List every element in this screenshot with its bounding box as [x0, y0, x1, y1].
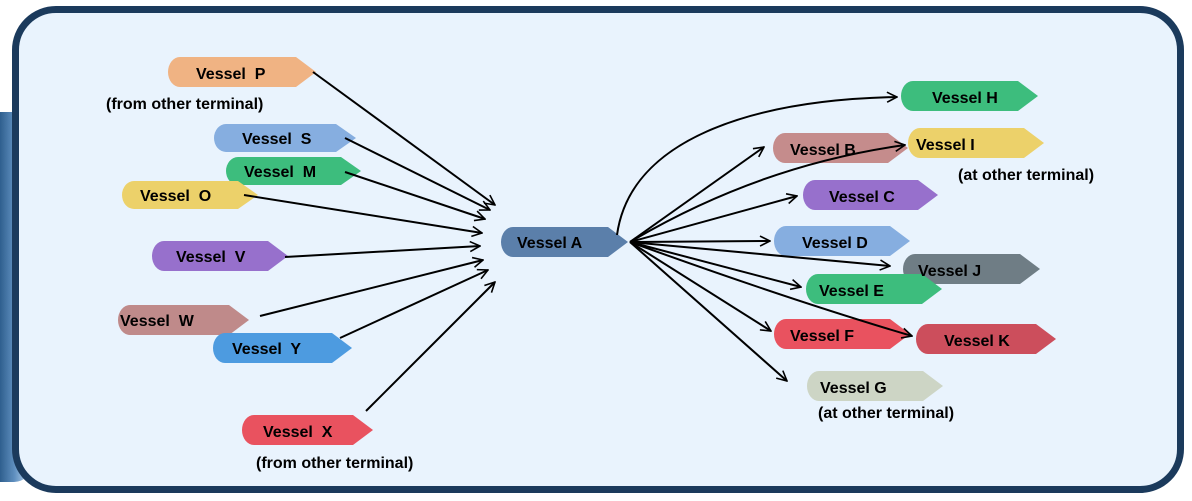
vessel-b-label: Vessel B	[790, 142, 856, 159]
vessel-y-shape	[213, 333, 352, 363]
vessel-e-shape	[806, 274, 942, 304]
vessel-x-shape	[242, 415, 373, 445]
vessel-d-label: Vessel D	[802, 235, 868, 252]
arrow-a-to-g	[629, 241, 787, 381]
vessel-m-shape	[226, 157, 361, 185]
vessel-f-label: Vessel F	[790, 328, 854, 345]
vessel-j-shape	[903, 254, 1040, 284]
vessel-h-shape	[901, 81, 1038, 111]
vessel-v-shape	[152, 241, 288, 271]
arrow-a-to-b	[629, 147, 764, 243]
vessel-g-label: Vessel G	[820, 380, 887, 397]
vessel-g-shape	[807, 371, 943, 401]
vessel-k-shape	[916, 324, 1056, 354]
arrow-m-to-a	[344, 171, 485, 219]
vessel-j-label: Vessel J	[918, 263, 981, 280]
arrow-a-to-c	[629, 196, 797, 243]
vessel-c-shape	[803, 180, 938, 210]
vessel-w-label: Vessel W	[120, 313, 195, 330]
vessel-x-label: Vessel X	[263, 424, 333, 441]
arrow-a-to-f	[629, 241, 771, 331]
vessel-e-label: Vessel E	[819, 283, 884, 300]
vessel-p-label: Vessel P	[196, 66, 266, 83]
vessel-m-label: Vessel M	[244, 164, 316, 181]
arrow-a-to-k	[629, 241, 912, 336]
arrow-a-to-j	[629, 241, 890, 266]
vessel-o-label: Vessel O	[140, 188, 211, 205]
vessel-a-shape	[501, 227, 628, 257]
note-vessel-p: (from other terminal)	[106, 96, 263, 113]
arrow-x-to-a	[365, 282, 495, 412]
arrow-v-to-a	[284, 246, 480, 258]
vessel-y-label: Vessel Y	[232, 341, 301, 358]
vessel-d-shape	[774, 226, 910, 256]
vessel-a-label: Vessel A	[517, 235, 583, 252]
vessel-v-label: Vessel V	[176, 249, 246, 266]
arrow-p-to-a	[312, 71, 495, 205]
vessel-p-shape	[168, 57, 316, 87]
vessel-i-label: Vessel I	[916, 137, 975, 154]
vessel-k-label: Vessel K	[944, 333, 1010, 350]
arrow-y-to-a	[339, 270, 488, 339]
arrow-group	[243, 71, 912, 412]
note-vessel-g: (at other terminal)	[818, 405, 954, 422]
vessel-f-shape	[774, 319, 910, 349]
vessel-i-shape	[908, 128, 1044, 158]
arrow-a-to-h	[616, 97, 897, 236]
vessel-w-shape	[118, 305, 249, 335]
note-vessel-x: (from other terminal)	[256, 455, 413, 472]
arrow-a-to-i	[629, 145, 905, 243]
vessel-o-shape	[122, 181, 258, 209]
arrow-a-to-d	[629, 241, 770, 242]
arrow-w-to-a	[259, 260, 483, 317]
arrow-o-to-a	[243, 194, 482, 233]
arrow-s-to-a	[344, 137, 490, 211]
note-vessel-i: (at other terminal)	[958, 167, 1094, 184]
vessel-s-shape	[214, 124, 356, 152]
vessel-b-shape	[773, 133, 908, 163]
vessel-s-label: Vessel S	[242, 131, 312, 148]
vessel-c-label: Vessel C	[829, 189, 895, 206]
arrow-a-to-e	[629, 241, 801, 287]
vessel-h-label: Vessel H	[932, 90, 998, 107]
